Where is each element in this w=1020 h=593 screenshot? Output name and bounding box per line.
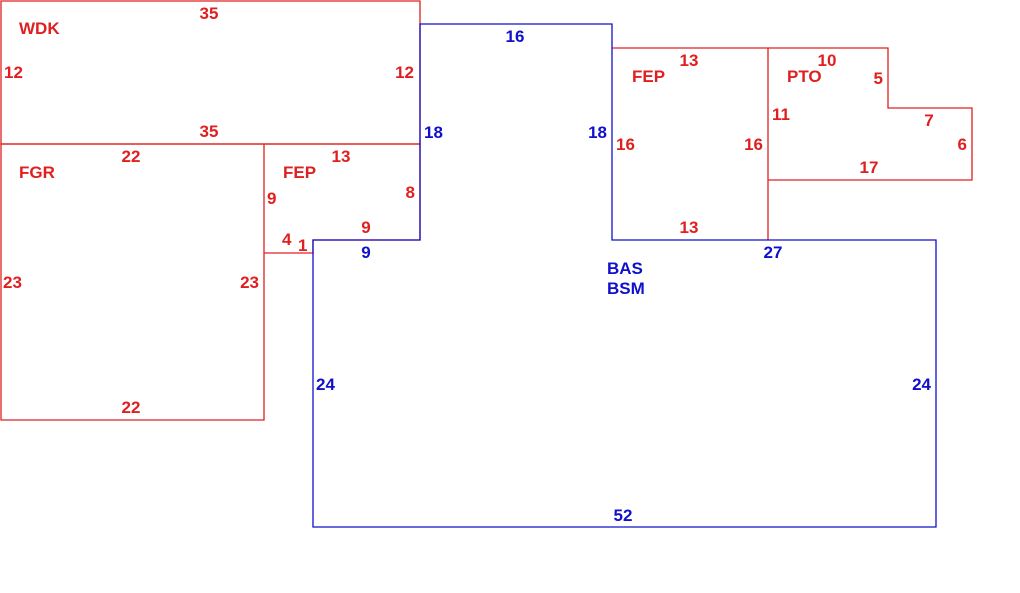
pto-left-dim: 11 [772,105,790,124]
fgr-outline [0,143,265,421]
fep-right-top-dim: 13 [680,51,699,70]
wdk-top-dim: 35 [200,4,219,23]
bas-right-top-dim: 27 [764,243,783,262]
fgr-left-dim: 23 [3,273,22,292]
bas-notch-right-dim: 18 [588,123,607,142]
fgr-right-dim: 23 [240,273,259,292]
fep-right-right-dim: 16 [744,135,763,154]
bas-left-dim: 24 [316,375,335,394]
fep-left-code: FEP [283,163,316,182]
pto-right-dim: 6 [958,135,967,154]
wdk-code: WDK [19,19,60,38]
fep-left-top-dim: 13 [332,147,351,166]
fgr-bottom-dim: 22 [122,398,141,417]
bas-notch-bottom-dim: 9 [361,243,370,262]
bas-bottom-dim: 52 [614,506,633,525]
fep-left-bottom-dim: 9 [361,218,370,237]
fep-right-code: FEP [632,67,665,86]
fep-left-right-dim: 8 [406,183,415,202]
bas-code: BAS [607,259,643,278]
fep-right-left-dim: 16 [616,135,635,154]
bas-notch-left-dim: 18 [424,123,443,142]
pto-outline [768,47,973,181]
fgr-area: FGR 22 22 23 23 [0,143,265,421]
fep-left-left-dim: 9 [267,189,276,208]
fep-left-step-side-dim: 1 [298,236,307,255]
bas-outline [312,23,937,528]
pto-code: PTO [787,67,822,86]
pto-bottom-dim: 17 [860,158,879,177]
wdk-left-dim: 12 [4,63,23,82]
wdk-bottom-dim: 35 [200,122,219,141]
pto-upper-right-dim: 5 [874,69,883,88]
fep-right-area: FEP 13 13 16 16 [612,47,769,240]
fgr-code: FGR [19,163,55,182]
fep-right-bottom-dim: 13 [680,218,699,237]
wdk-right-dim: 12 [395,63,414,82]
pto-area: PTO 10 5 7 6 17 11 [768,47,973,181]
bas-area: BAS BSM 16 18 18 9 27 24 24 52 [312,23,937,528]
bsm-code: BSM [607,279,645,298]
pto-top-dim: 10 [818,51,837,70]
wdk-area: WDK 35 35 12 12 [0,0,421,145]
pto-step-dim: 7 [924,111,933,130]
fep-left-step-bottom-dim: 4 [282,230,292,249]
fep-left-area: FEP 13 8 9 9 4 1 [264,143,421,255]
bas-right-dim: 24 [912,375,931,394]
fgr-top-dim: 22 [122,147,141,166]
bas-top-dim: 16 [506,27,525,46]
